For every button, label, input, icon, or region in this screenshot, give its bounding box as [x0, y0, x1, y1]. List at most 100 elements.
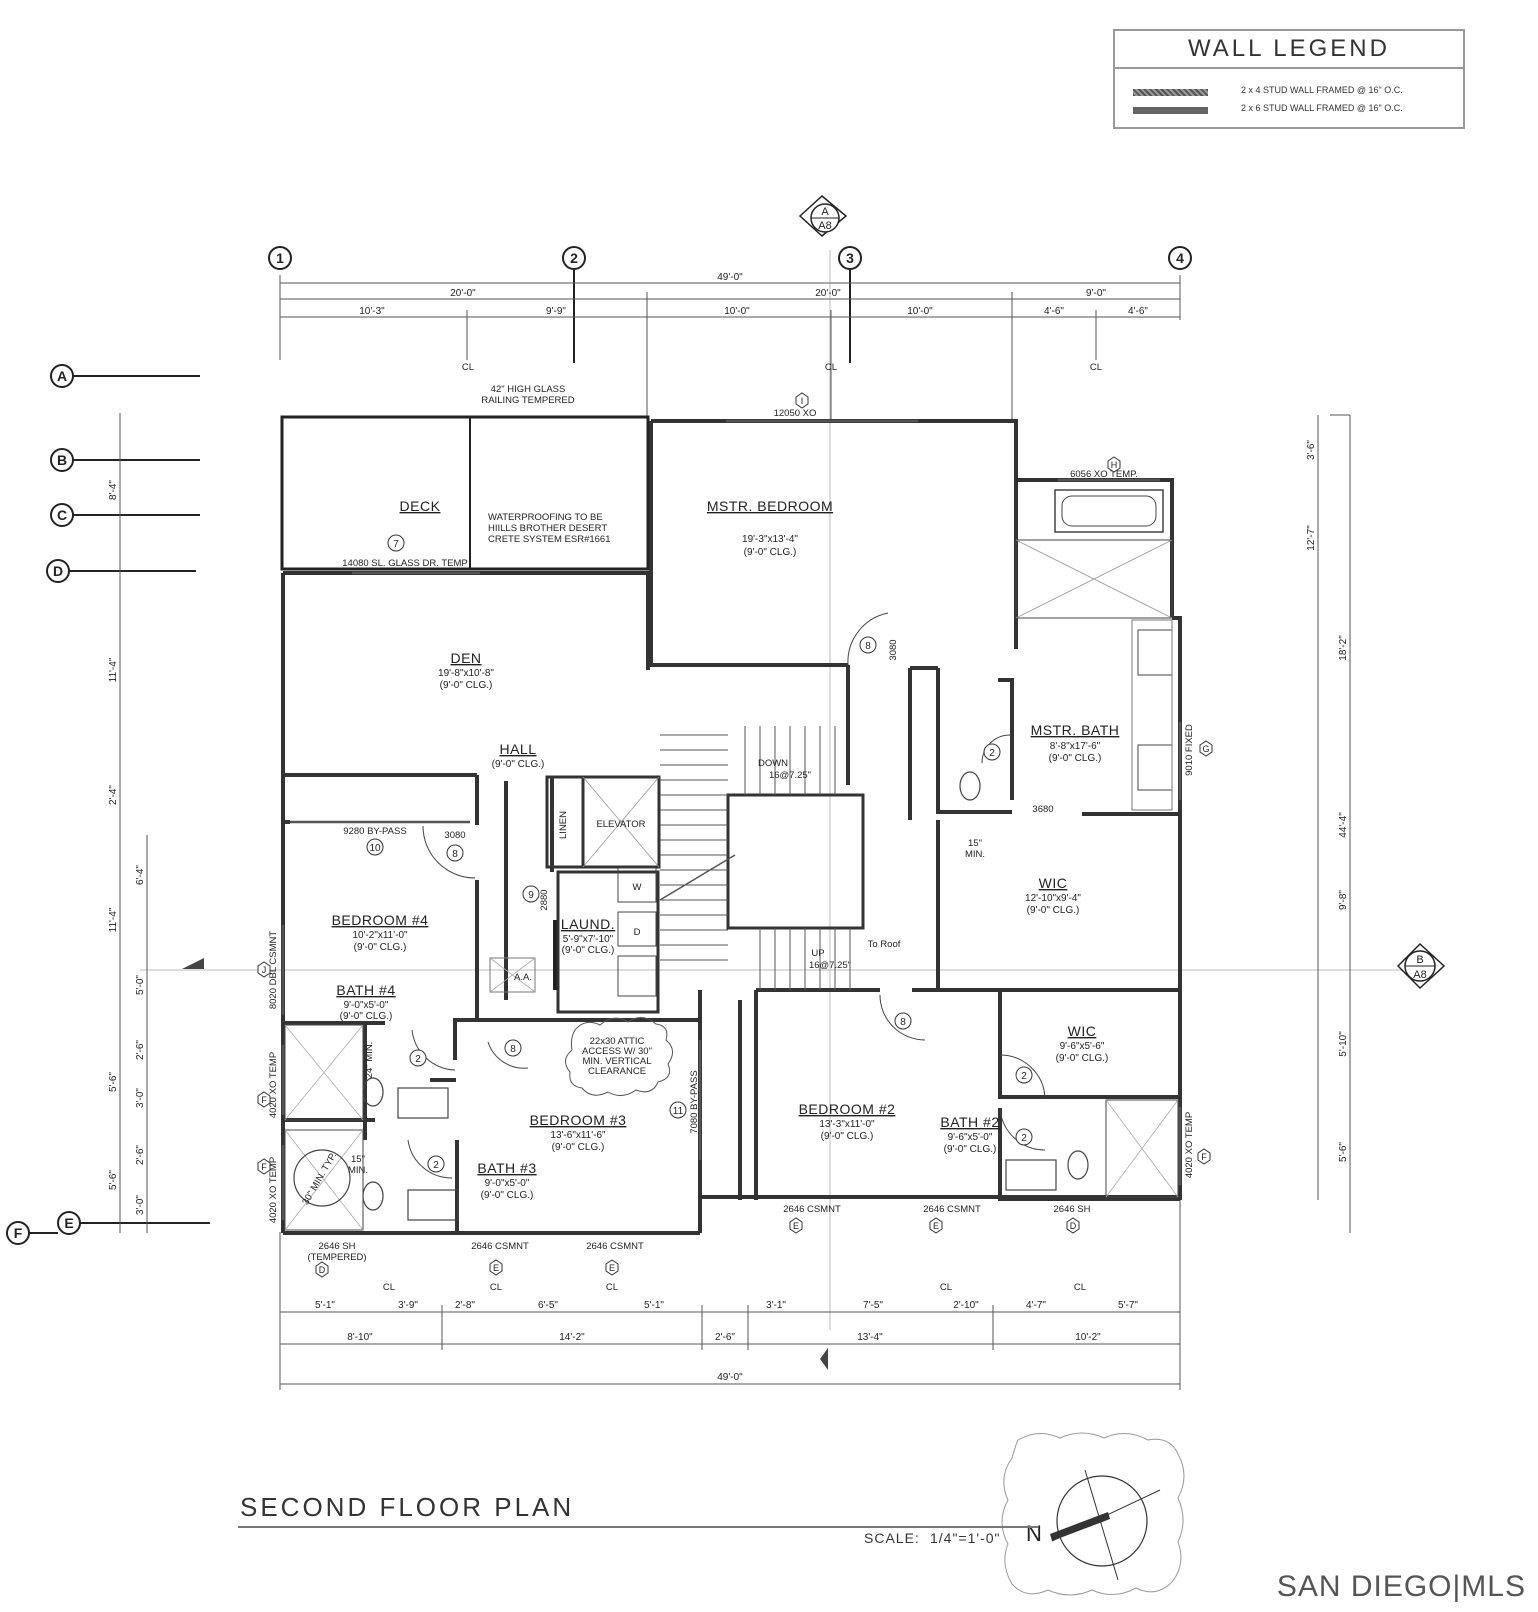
grid-column-2-label: 2	[570, 250, 578, 266]
elevator-shaft	[582, 776, 660, 868]
window-tag-e-1-label: E	[493, 1263, 499, 1273]
cl-mark-4: CL	[383, 1282, 395, 1293]
door-tag-2-bath4-label: 2	[415, 1054, 421, 1065]
door-tag-8-bed2-label: 8	[900, 1017, 906, 1028]
dimensions-right: 44'-4" 3'-6" 12'-7" 18'-2" 9'-8" 5'-10" …	[1306, 414, 1351, 1233]
section-marker-a-letter: A	[821, 206, 829, 218]
window-tag-g: G	[1199, 740, 1213, 757]
room-bedroom4-ceiling: (9'-0" CLG.)	[354, 942, 407, 953]
dim-top-mid-3: 9'-0"	[1086, 288, 1106, 299]
door-tag-11: 11	[669, 1101, 687, 1119]
grid-row-a: A	[50, 364, 200, 388]
grid-column-1-label: 1	[276, 250, 284, 266]
opening-6056: 6056 XO TEMP.	[1070, 469, 1138, 480]
room-wic-bed2-name: WIC	[1068, 1023, 1097, 1039]
window-tag-i: I	[795, 392, 809, 409]
master-sink-1	[1137, 629, 1173, 676]
window-tag-e-3-label: E	[793, 1221, 799, 1231]
dim-left-1: 8'-4"	[108, 480, 119, 500]
master-sink-2	[1137, 744, 1173, 791]
room-labels: DECK MSTR. BEDROOM 19'-3"x13'-4" (9'-0" …	[332, 498, 1119, 1201]
cl-mark-3: CL	[1090, 362, 1102, 373]
room-wic-bed2-dims: 9'-6"x5'-6"	[1060, 1041, 1105, 1052]
dim-top-detail-4: 10'-0"	[907, 306, 933, 317]
door-tag-2-wic: 2	[1015, 1066, 1033, 1084]
dim-top-mid-2: 20'-0"	[815, 288, 841, 299]
room-bedroom3-name: BEDROOM #3	[530, 1112, 627, 1128]
window-marks	[281, 419, 1182, 1220]
window-tag-d-bath3-label: D	[319, 1265, 326, 1275]
dim-left-11: 2'-6"	[135, 1145, 146, 1165]
opening-labels: 12050 XO 6056 XO TEMP. 14080 SL. GLASS D…	[268, 408, 1195, 1263]
cl-mark-1: CL	[462, 362, 474, 373]
min15-bath-value: 15"	[351, 1154, 365, 1165]
dim-left-4: 6'-4"	[135, 865, 146, 885]
room-deck-name: DECK	[400, 498, 441, 514]
dim-bottom-mid-5: 10'-2"	[1075, 1332, 1101, 1343]
legend-label-2x6: 2 x 6 STUD WALL FRAMED @ 16" O.C.	[1241, 103, 1403, 113]
mls-watermark: SAN DIEGO|MLS	[1276, 1570, 1526, 1603]
door-tag-8-bed2: 8	[894, 1012, 912, 1030]
opening-2646-bath2: 2646 CSMNT	[923, 1204, 981, 1215]
room-master-bedroom-ceiling: (9'-0" CLG.)	[744, 547, 797, 558]
opening-4020-bath3: 4020 XO TEMP	[268, 1157, 279, 1223]
dim-top-mid-1: 20'-0"	[450, 288, 476, 299]
dryer-label: D	[634, 927, 641, 938]
section-arrow-bottom	[820, 1348, 828, 1370]
attic-note-cloud	[565, 1017, 673, 1096]
room-master-bedroom-name: MSTR. BEDROOM	[707, 498, 833, 514]
room-laundry-ceiling: (9'-0" CLG.)	[562, 945, 615, 956]
stair-down-risers: 16@7.25"	[769, 770, 811, 781]
waterproofing-note-line: HIILLS BROTHER DESERT	[488, 523, 607, 534]
room-bedroom3-ceiling: (9'-0" CLG.)	[552, 1142, 605, 1153]
window-tag-j-label: J	[262, 965, 267, 975]
attic-note-line: ACCESS W/ 30"	[582, 1046, 652, 1057]
opening-7080: 7080 BY-PASS	[689, 1070, 700, 1133]
dimensions-top: 49'-0" 20'-0" 20'-0" 9'-0" 10'-3" 9'-9" …	[279, 272, 1181, 420]
bath3-shower	[284, 1129, 364, 1231]
stair-down-label: DOWN	[758, 758, 788, 769]
railing-note-line: RAILING TEMPERED	[481, 395, 574, 406]
scale-label: SCALE:	[864, 1530, 920, 1546]
door-tags: 7 8 8 8 8 9 10 11 2 2 2 2 2	[366, 534, 1033, 1173]
dim-top-detail-2: 9'-9"	[546, 306, 566, 317]
window-tag-f-bath4: F	[257, 1091, 271, 1108]
window-tag-f-bath3-label: F	[261, 1162, 267, 1172]
door-tag-8-bed3: 8	[504, 1039, 522, 1057]
door-tag-10: 10	[366, 838, 384, 856]
room-den-name: DEN	[450, 650, 481, 666]
door-tag-7: 7	[387, 534, 405, 552]
master-vanity	[1131, 619, 1173, 811]
window-tag-e-2-label: E	[609, 1263, 615, 1273]
dim-bottom-detail-2: 3'-9"	[398, 1300, 418, 1311]
room-master-bedroom-dims: 19'-3"x13'-4"	[742, 534, 798, 545]
window-tag-f-bath3: F	[257, 1158, 271, 1175]
window-tag-d-bath3: D	[315, 1261, 329, 1278]
scale-value: 1/4"=1'-0"	[930, 1530, 1001, 1546]
dim-left-10: 5'-6"	[108, 1170, 119, 1190]
door-tag-2-bath2-label: 2	[1021, 1133, 1027, 1144]
window-tag-h-label: H	[1111, 460, 1118, 470]
grid-column-1: 1	[268, 246, 292, 270]
window-tag-d-bath2-label: D	[1070, 1221, 1077, 1231]
door-tag-2-master: 2	[983, 743, 1001, 761]
dim-bottom-detail-3: 2'-8"	[455, 1300, 475, 1311]
dim-top-detail-3: 10'-0"	[724, 306, 750, 317]
room-wic-master-dims: 12'-10"x9'-4"	[1025, 893, 1081, 904]
dim-left-9: 3'-0"	[135, 1088, 146, 1108]
opening-14080: 14080 SL. GLASS DR. TEMP	[342, 558, 468, 569]
dim-bottom-mid-2: 14'-2"	[559, 1332, 585, 1343]
legend-swatch-2x4	[1133, 89, 1208, 96]
dim-left-6: 5'-0"	[135, 975, 146, 995]
grid-column-2: 2	[562, 246, 586, 363]
bath3-sink	[407, 1189, 459, 1221]
dim-bottom-detail-4: 6'-5"	[538, 1300, 558, 1311]
dim-left-8: 2'-6"	[135, 1040, 146, 1060]
door-tag-11-label: 11	[673, 1106, 684, 1117]
stair-up-label: UP	[811, 948, 824, 959]
dim-bottom-detail-1: 5'-1"	[315, 1300, 335, 1311]
washer	[617, 867, 657, 903]
room-hall-ceiling: (9'-0" CLG.)	[492, 759, 545, 770]
